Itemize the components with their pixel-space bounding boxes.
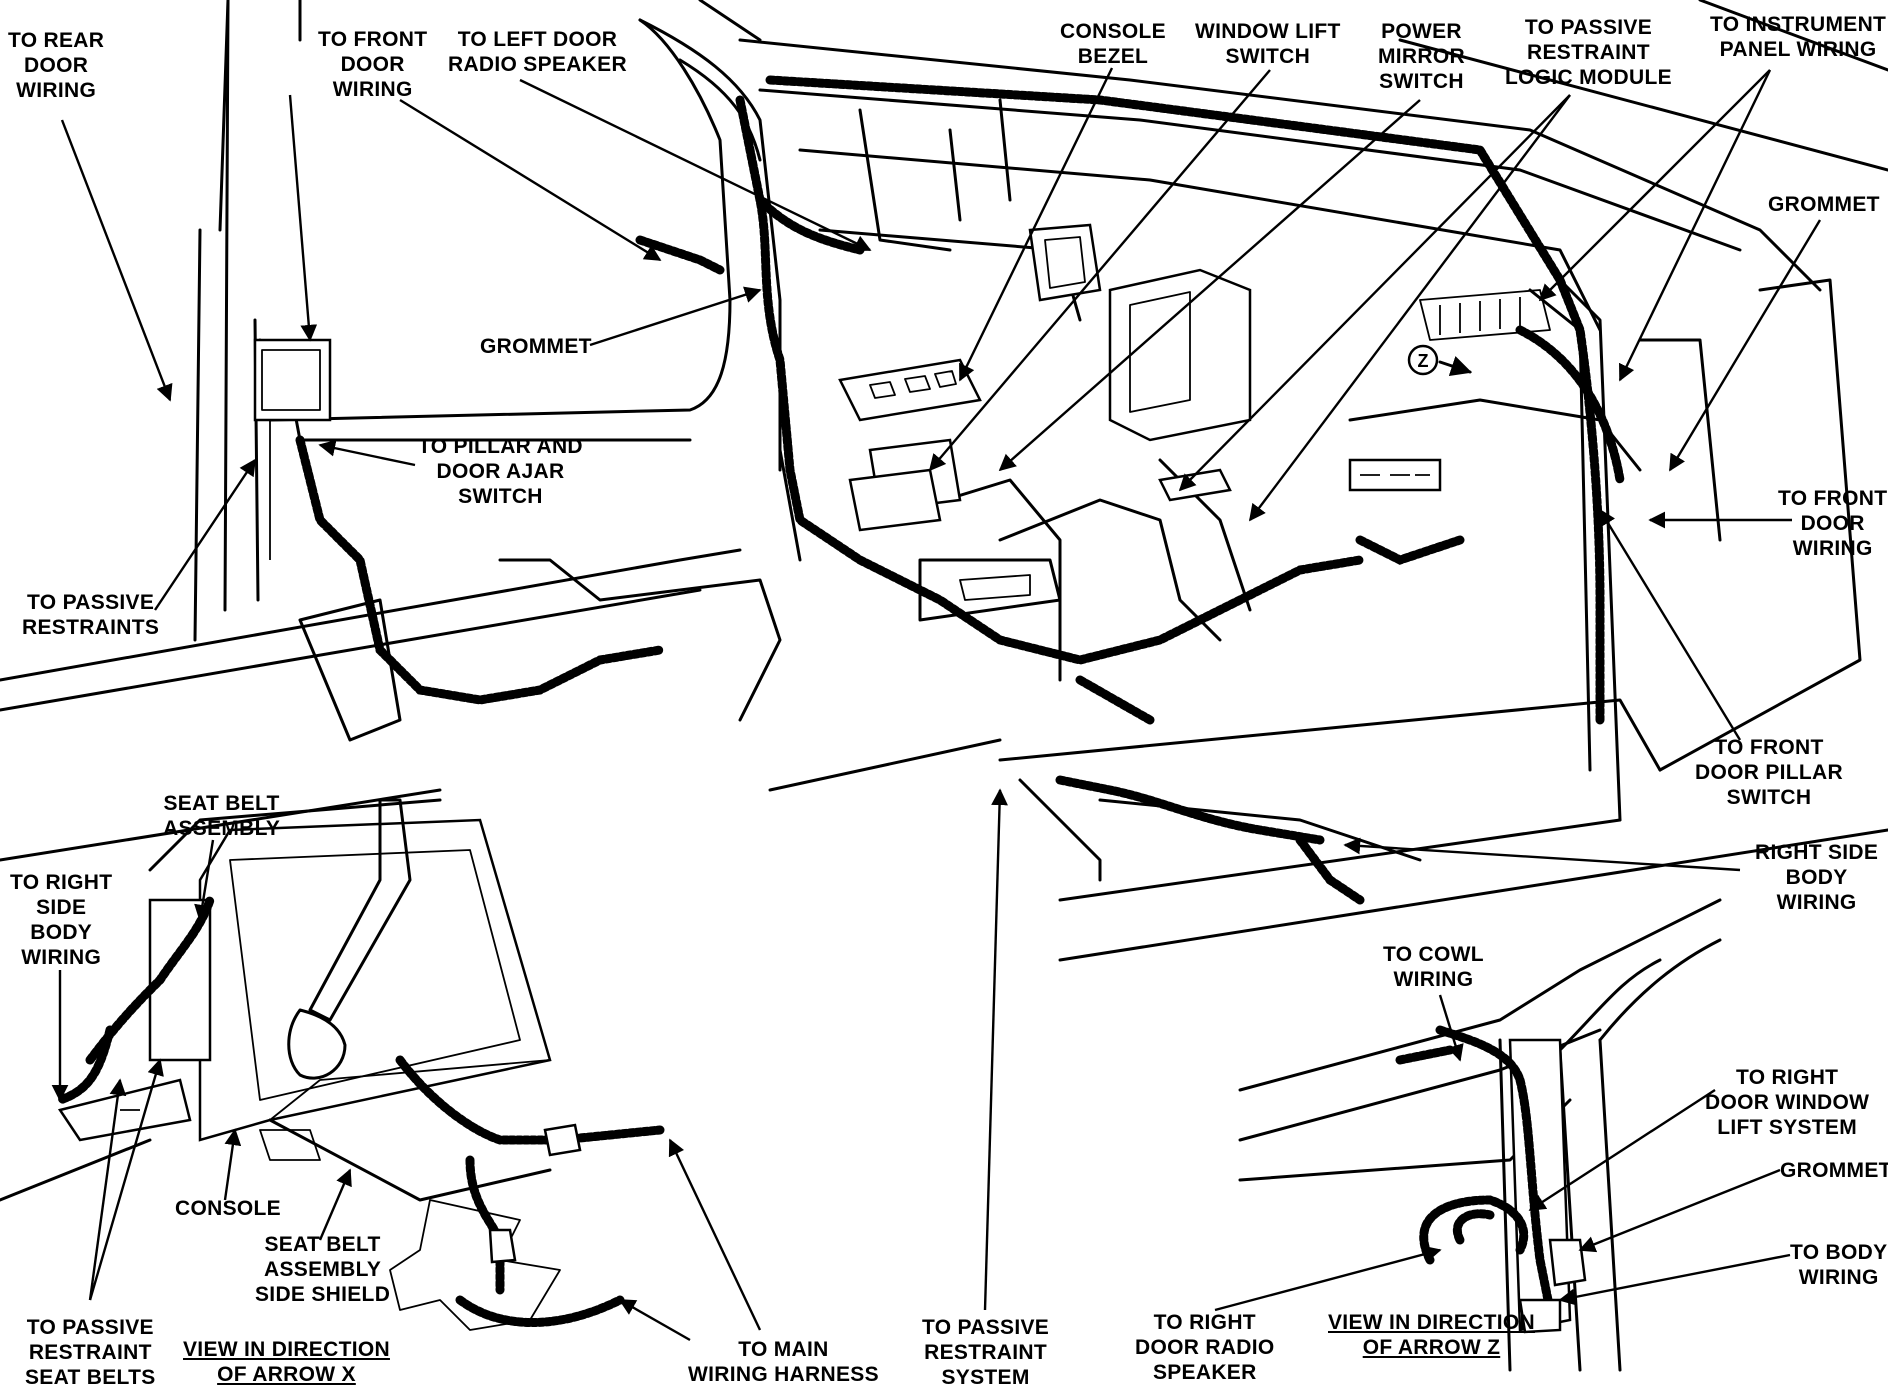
label-grommet-left: GROMMET bbox=[480, 335, 592, 358]
arrow-z-label: Z bbox=[1418, 351, 1429, 371]
view-z-inset bbox=[1238, 898, 1722, 1372]
car-body bbox=[0, 0, 1888, 962]
label-grommet-lower-right: GROMMET bbox=[1780, 1159, 1888, 1182]
view-x-inset bbox=[0, 788, 665, 1331]
main-harness bbox=[295, 75, 1625, 905]
label-console: CONSOLE bbox=[175, 1197, 281, 1220]
leader-lines bbox=[51, 67, 1822, 1342]
arrow-z-marker: Z bbox=[1407, 344, 1472, 376]
label-grommet-upper-right: GROMMET bbox=[1768, 193, 1880, 216]
